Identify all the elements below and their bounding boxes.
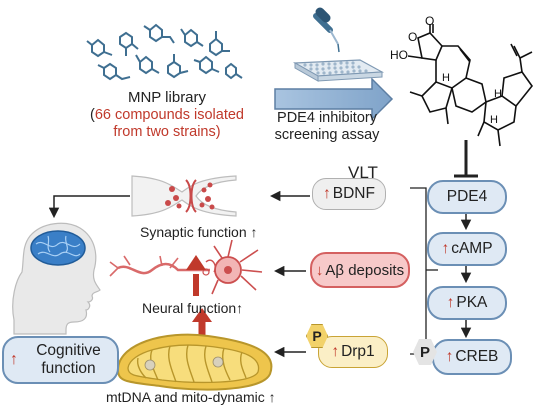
library-title: MNP library bbox=[127, 89, 207, 106]
mitochondrion-icon bbox=[116, 333, 273, 391]
atom-label-o-ring: O bbox=[408, 30, 418, 44]
up-arrow-icon: ↑ bbox=[446, 294, 455, 311]
screening-arrow-icon bbox=[274, 77, 394, 121]
pathway-node-pka: ↑PKA bbox=[427, 286, 507, 320]
neuron-icon bbox=[109, 239, 263, 295]
caption-mito-dynamic: mtDNA and mito-dynamic ↑ bbox=[106, 389, 276, 405]
library-subtitle-line1: 66 compounds isolated bbox=[94, 107, 244, 123]
up-arrow-icon: ↑ bbox=[441, 240, 450, 257]
effector-drp1: ↑Drp1 bbox=[318, 336, 388, 368]
well-plate-icon bbox=[292, 59, 385, 82]
pathway-node-creb: ↑CREB bbox=[432, 339, 512, 375]
library-subtitle-line2: from two strains) bbox=[113, 124, 221, 140]
caption-neural-function: Neural function↑ bbox=[142, 300, 244, 316]
up-arrow-icon: ↑ bbox=[331, 343, 340, 360]
phospho-badge-creb: P bbox=[413, 339, 437, 365]
up-arrow-icon: ↑ bbox=[445, 348, 454, 365]
up-arrow-icon: ↑ bbox=[323, 185, 331, 202]
effector-abeta-deposits: ↓Aβ deposits bbox=[310, 252, 410, 288]
atom-label-h3: H bbox=[490, 114, 498, 126]
phospho-badge-drp1: P bbox=[306, 324, 328, 348]
atom-label-h1: H bbox=[442, 72, 450, 84]
human-head-icon bbox=[12, 222, 101, 335]
inhibition-line bbox=[454, 140, 478, 178]
atom-label-h2: H bbox=[494, 88, 502, 100]
caption-synaptic-function: Synaptic function ↑ bbox=[140, 224, 258, 240]
up-arrow-icon: ↑ bbox=[10, 351, 18, 368]
pathway-node-camp: ↑cAMP bbox=[427, 232, 507, 266]
pathway-node-pde4: PDE4 bbox=[427, 180, 507, 214]
effector-bdnf: ↑BDNF bbox=[312, 178, 386, 210]
atom-label-o-carbonyl: O bbox=[425, 14, 435, 28]
pipette-icon bbox=[313, 7, 340, 53]
library-molecules-icon bbox=[86, 23, 243, 81]
atom-label-ho: HO bbox=[390, 48, 408, 62]
down-arrow-icon: ↓ bbox=[315, 261, 324, 279]
synapse-icon bbox=[131, 175, 237, 217]
compound-name: VLT bbox=[348, 163, 378, 182]
library-subtitle: (66 compounds isolated from two strains) bbox=[90, 107, 244, 140]
vlt-structure-icon bbox=[407, 24, 534, 147]
